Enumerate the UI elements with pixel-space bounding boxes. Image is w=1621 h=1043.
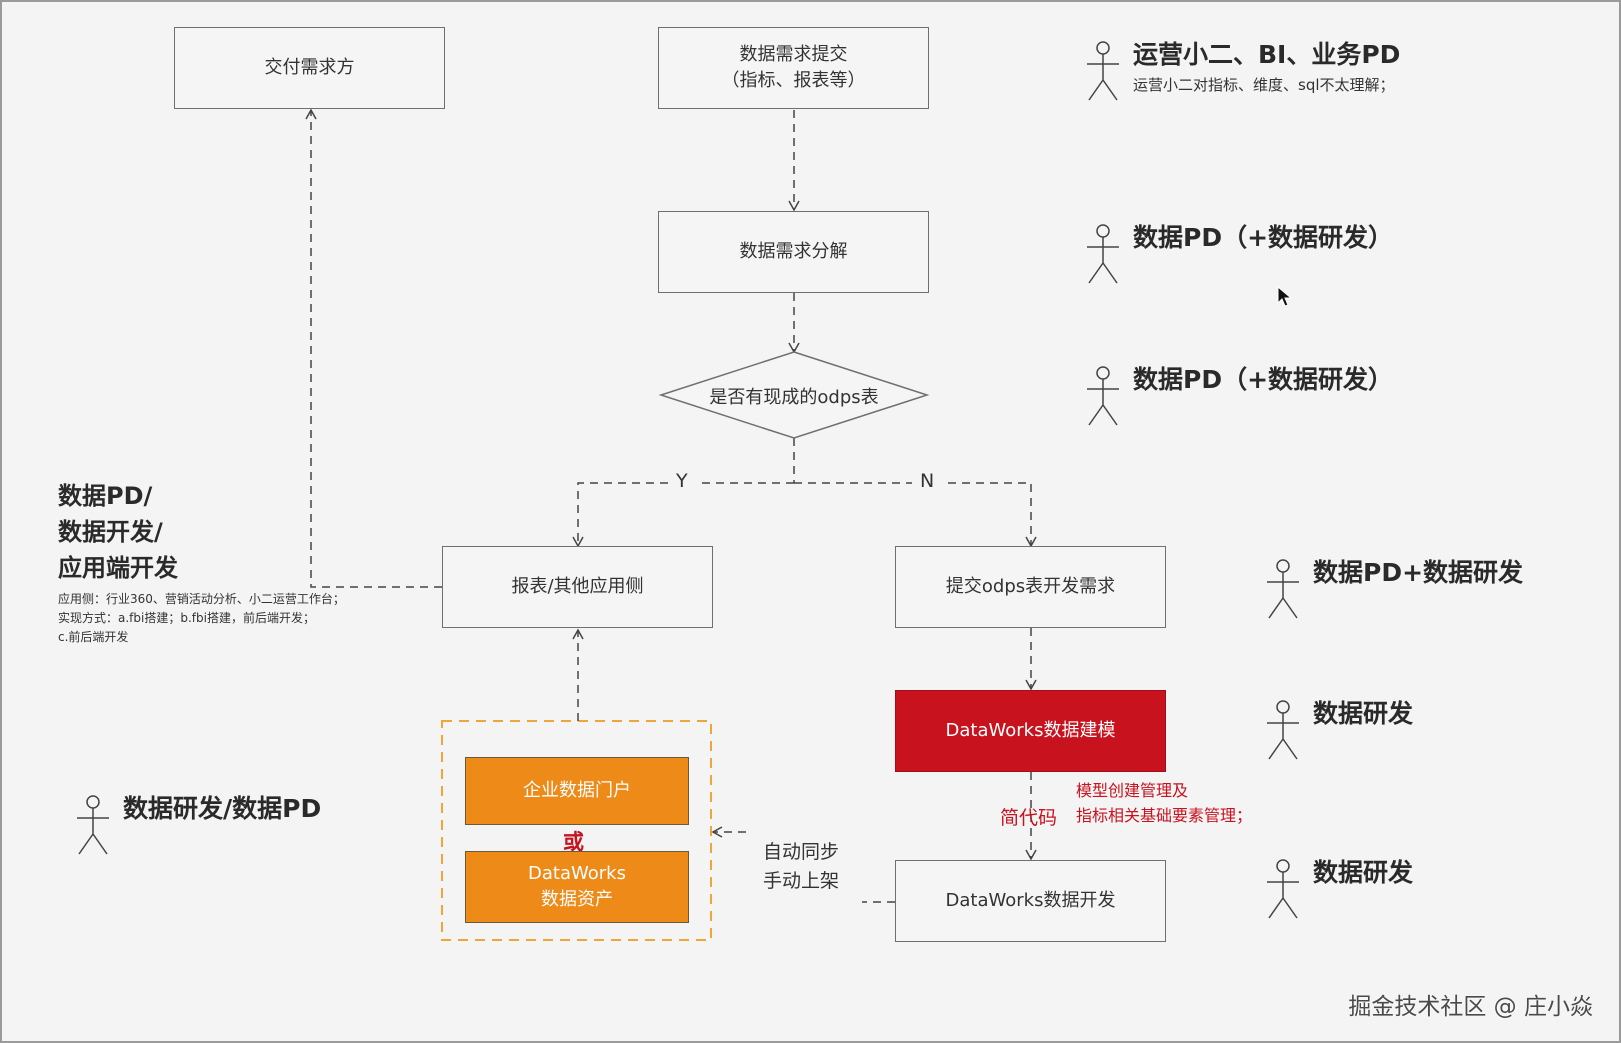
label-simple-code: 简代码 [1000,807,1058,829]
mouse-cursor-icon [1277,286,1293,307]
role-ops-note: 运营小二对指标、维度、sql不太理解； [1133,76,1395,94]
left-note-2: 实现方式：a.fbi搭建；b.fbi搭建，前后端开发； [58,611,315,625]
node-dw-dev: DataWorks数据开发 [895,860,1166,942]
node-submit-label: 数据需求提交 （指标、报表等） [721,43,866,91]
node-odps-dev: 提交odps表开发需求 [895,546,1166,628]
role-dev-2: 数据研发 [1263,858,1413,920]
node-submit: 数据需求提交 （指标、报表等） [658,27,929,109]
label-yes: Y [668,470,696,492]
role-dev-2-name: 数据研发 [1313,858,1414,887]
role-dev-1-name: 数据研发 [1313,699,1414,728]
label-no: N [912,470,943,492]
person-icon [1087,366,1119,426]
person-icon [1267,559,1299,619]
label-or: 或 [563,830,584,854]
person-icon [1087,41,1119,101]
person-icon [77,795,109,855]
edge-yes-branch [572,482,794,548]
person-icon [1087,224,1119,284]
asset-group-frame [441,720,712,941]
node-decompose-label: 数据需求分解 [739,240,848,262]
model-note-line-2: 指标相关基础要素管理； [1076,806,1253,825]
role-ops-name: 运营小二、BI、业务PD [1133,40,1401,69]
edge-report-delivery [305,108,442,588]
sync-note-line-1: 自动同步 [763,841,840,863]
node-portal-label: 企业数据门户 [523,779,631,801]
left-note-1: 应用侧：行业360、营销活动分析、小二运营工作台； [58,592,345,606]
role-pd-2-text: 数据PD（+数据研发） [1133,365,1393,395]
role-dev-pd-name: 数据研发/数据PD [123,794,322,823]
role-dev-pd: 数据研发/数据PD [73,794,321,856]
node-dw-assets: DataWorks 数据资产 [465,851,689,923]
node-dw-assets-label: DataWorks 数据资产 [528,862,626,910]
left-role-line-2: 数据开发/ [58,518,163,546]
node-decision-label: 是否有现成的odps表 [709,387,879,408]
left-role-line-1: 数据PD/ [58,482,153,510]
node-delivery: 交付需求方 [174,27,445,109]
role-dev-1-text: 数据研发 [1313,699,1413,729]
left-note-3: c.前后端开发 [58,630,129,644]
node-portal: 企业数据门户 [465,757,689,825]
role-pd-2: 数据PD（+数据研发） [1083,365,1393,427]
role-pd-dev-text: 数据PD+数据研发 [1313,558,1523,588]
node-dw-model-label: DataWorks数据建模 [945,719,1116,741]
role-ops-text: 运营小二、BI、业务PD 运营小二对指标、维度、sql不太理解； [1133,40,1400,95]
left-role-panel: 数据PD/ 数据开发/ 应用端开发 [58,478,178,586]
role-ops: 运营小二、BI、业务PD 运营小二对指标、维度、sql不太理解； [1083,40,1400,102]
sync-note: 自动同步 手动上架 [763,838,839,896]
left-notes: 应用侧：行业360、营销活动分析、小二运营工作台； 实现方式：a.fbi搭建；b… [58,590,345,647]
watermark: 掘金技术社区 @ 庄小焱 [1348,994,1593,1020]
role-pd-dev-name: 数据PD+数据研发 [1313,558,1524,587]
role-pd-dev: 数据PD+数据研发 [1263,558,1523,620]
node-decompose: 数据需求分解 [658,211,929,293]
role-pd-1: 数据PD（+数据研发） [1083,223,1393,285]
node-dw-model: DataWorks数据建模 [895,690,1166,772]
role-dev-1: 数据研发 [1263,699,1413,761]
node-delivery-label: 交付需求方 [264,56,355,78]
node-odps-dev-label: 提交odps表开发需求 [945,575,1116,597]
node-report-label: 报表/其他应用侧 [511,575,644,597]
edge-no-branch [794,482,1037,548]
node-dw-dev-label: DataWorks数据开发 [945,889,1116,911]
role-pd-1-text: 数据PD（+数据研发） [1133,223,1393,253]
role-pd-1-name: 数据PD（+数据研发） [1133,223,1394,252]
role-dev-2-text: 数据研发 [1313,858,1413,888]
node-report: 报表/其他应用侧 [442,546,713,628]
sync-note-line-2: 手动上架 [763,870,840,892]
person-icon [1267,859,1299,919]
model-note-line-1: 模型创建管理及 [1076,781,1189,800]
role-pd-2-name: 数据PD（+数据研发） [1133,365,1394,394]
person-icon [1267,700,1299,760]
left-role-line-3: 应用端开发 [58,554,178,582]
decision-diamond [658,351,930,439]
model-note: 模型创建管理及 指标相关基础要素管理； [1076,778,1252,828]
role-dev-pd-text: 数据研发/数据PD [123,794,321,824]
